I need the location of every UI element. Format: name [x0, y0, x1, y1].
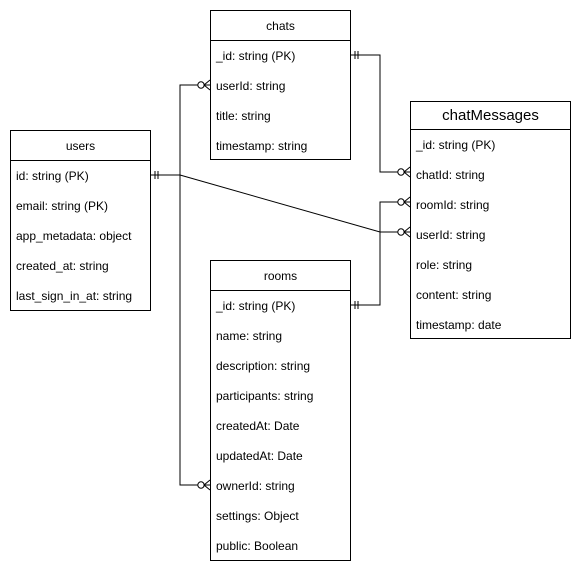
- entity-field: title: string: [216, 109, 271, 123]
- entity-field: settings: Object: [216, 509, 299, 523]
- entity-field: id: string (PK): [16, 169, 89, 183]
- entity-field: role: string: [416, 258, 473, 272]
- entity-field: name: string: [216, 329, 283, 343]
- entity-chatmessages[interactable]: chatMessages _id: string (PK) chatId: st…: [410, 101, 571, 339]
- relation-line-rooms-chatmessages: [351, 201, 410, 306]
- entity-field: content: string: [416, 288, 492, 302]
- entity-field: app_metadata: object: [16, 229, 132, 243]
- entity-field: public: Boolean: [216, 539, 299, 553]
- entity-field: _id: string (PK): [216, 299, 296, 313]
- entity-rooms[interactable]: rooms _id: string (PK) name: string desc…: [210, 260, 351, 561]
- entity-field: chatId: string: [416, 168, 485, 182]
- entity-field: createdAt: Date: [216, 419, 300, 433]
- entity-field: _id: string (PK): [216, 49, 296, 63]
- entity-field: created_at: string: [16, 259, 109, 273]
- many-marker: [403, 166, 411, 178]
- many-marker: [203, 479, 211, 491]
- entity-field: ownerId: string: [216, 479, 295, 493]
- many-marker: [203, 79, 211, 91]
- entity-field: description: string: [216, 359, 311, 373]
- entity-field: _id: string (PK): [416, 138, 496, 152]
- entity-field: participants: string: [216, 389, 314, 403]
- entity-field: userId: string: [416, 228, 486, 242]
- entity-title: users: [11, 131, 150, 161]
- entity-chats[interactable]: chats _id: string (PK) userId: string ti…: [210, 10, 351, 160]
- entity-users[interactable]: users id: string (PK) email: string (PK)…: [10, 130, 151, 311]
- relation-line-users-chatmessages: [179, 174, 410, 233]
- entity-field: roomId: string: [416, 198, 490, 212]
- entity-field: timestamp: date: [416, 318, 502, 332]
- relation-line-chats-chatmessages: [351, 54, 410, 173]
- many-marker: [403, 196, 411, 208]
- entity-title: chats: [211, 11, 350, 41]
- entity-title: chatMessages: [411, 102, 570, 130]
- entity-title: rooms: [211, 261, 350, 291]
- entity-field: updatedAt: Date: [216, 449, 303, 463]
- relation-line-users-chats: [151, 84, 210, 176]
- many-marker: [403, 226, 411, 238]
- relation-line-users-rooms: [179, 175, 210, 486]
- entity-field: email: string (PK): [16, 199, 109, 213]
- entity-field: userId: string: [216, 79, 286, 93]
- entity-field: timestamp: string: [216, 139, 308, 153]
- entity-field: last_sign_in_at: string: [16, 289, 133, 303]
